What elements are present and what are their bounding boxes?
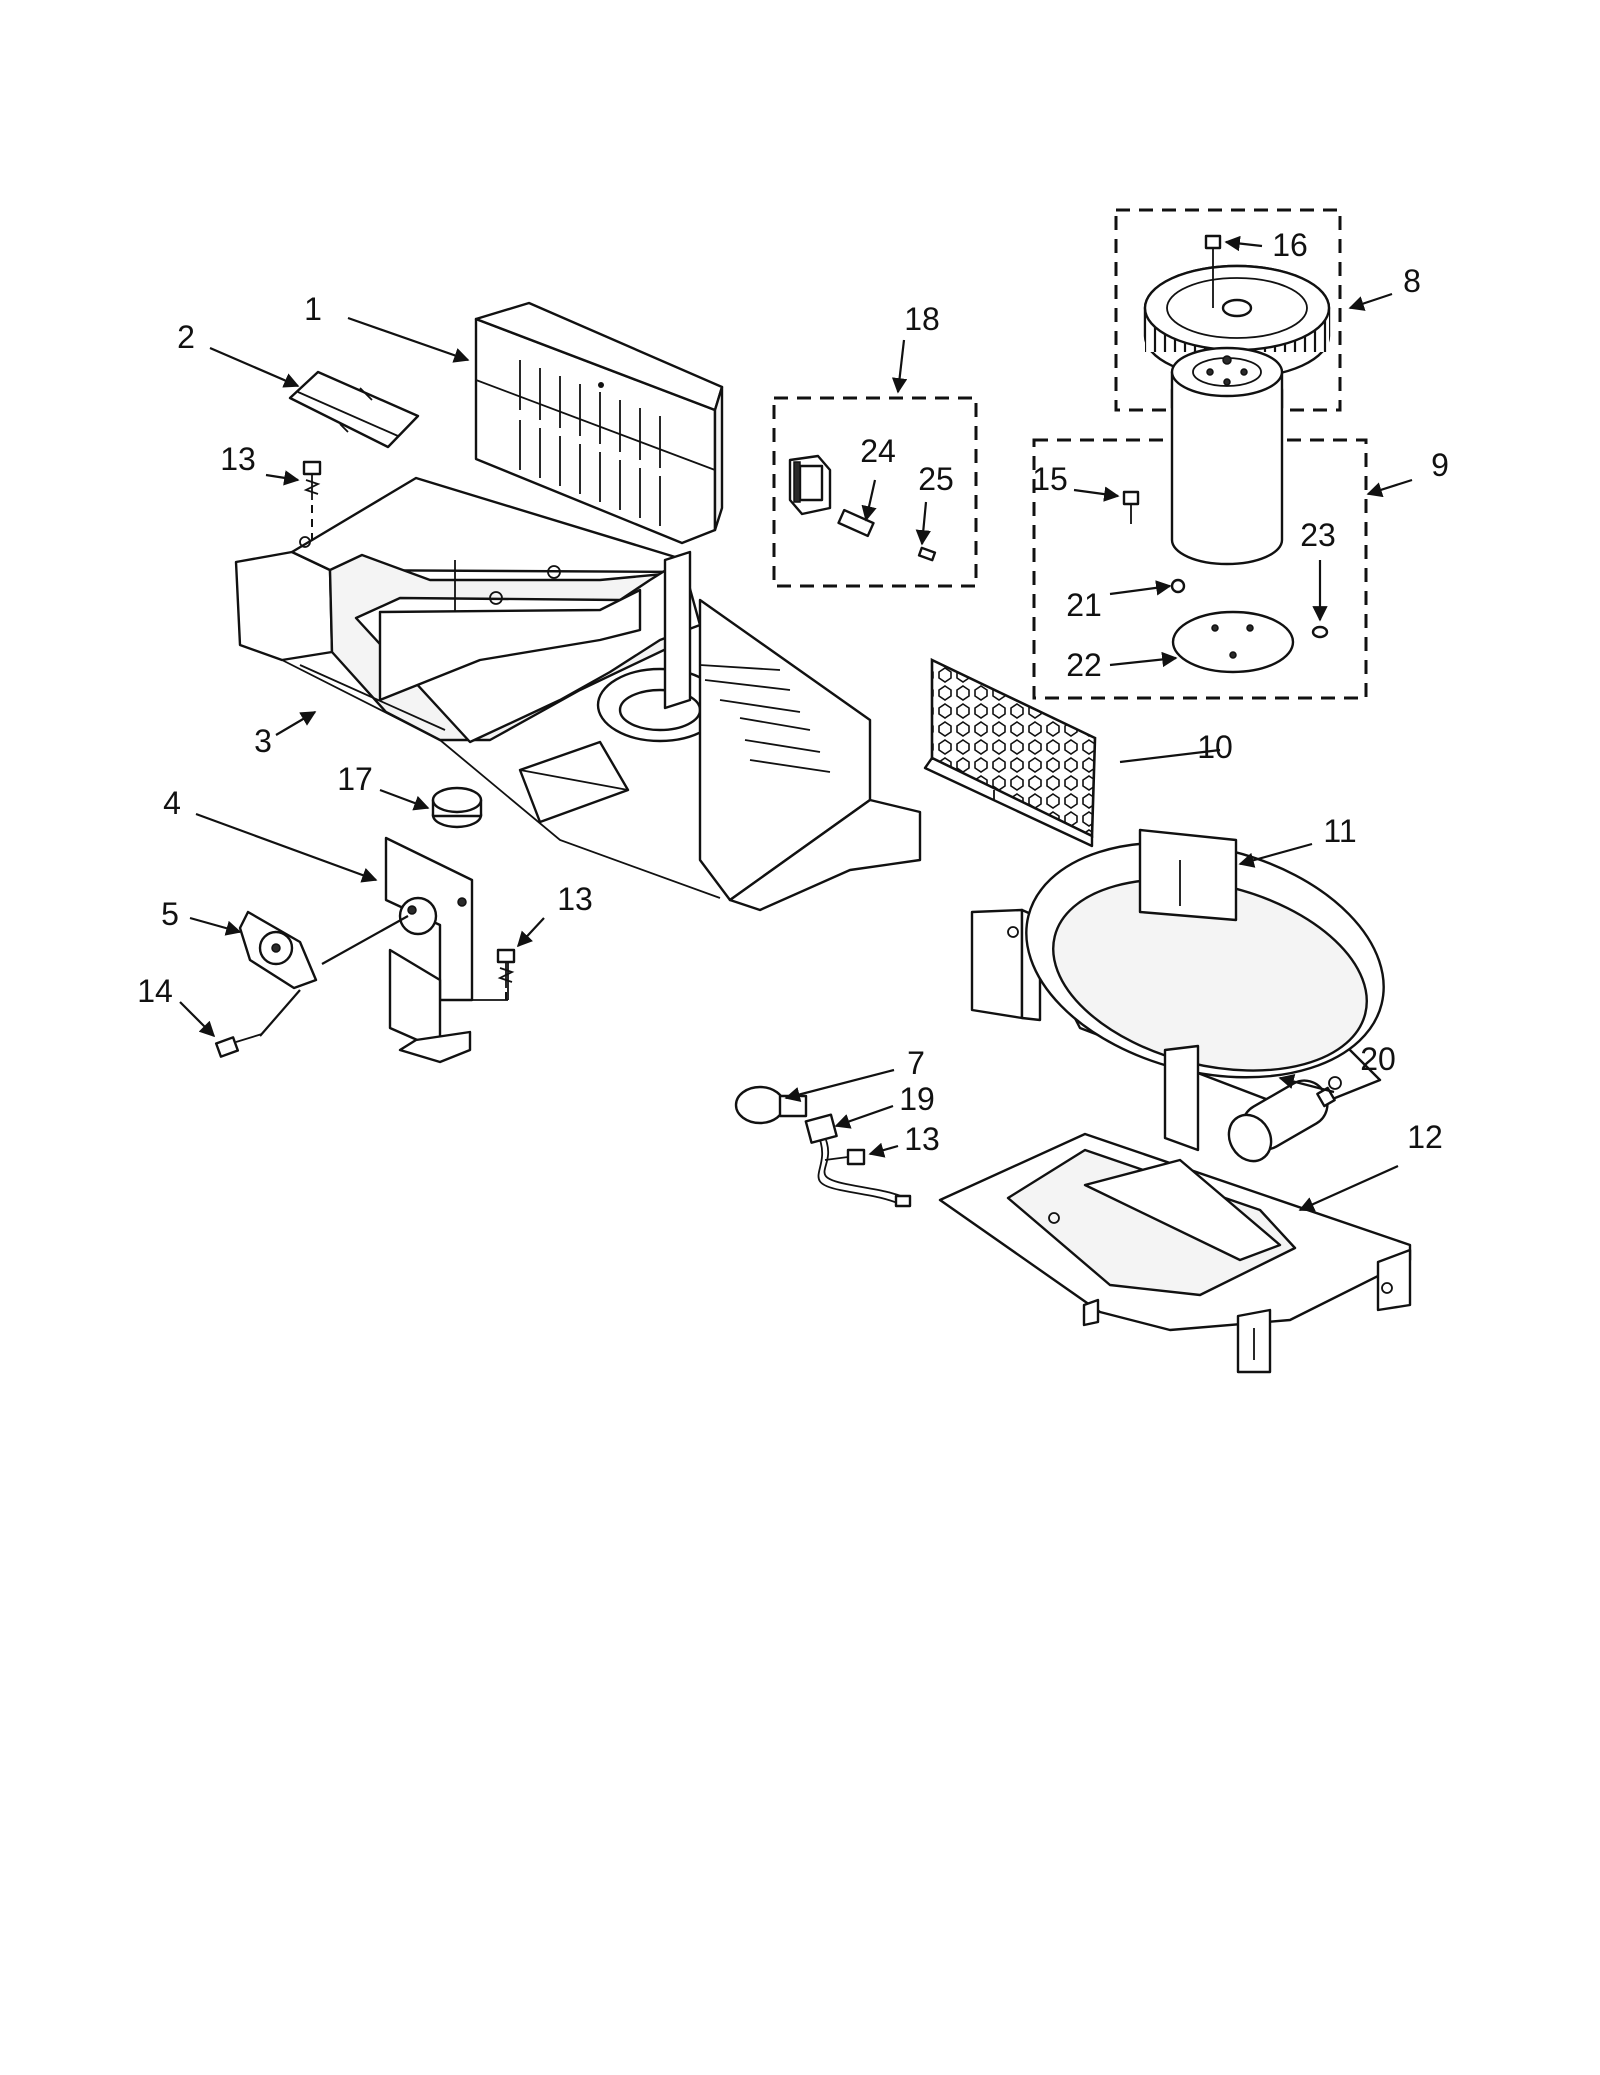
callout-labels: 1 2 13 3 17 4 5 13 14 7 19 13 20 12 11 1… xyxy=(137,227,1449,1157)
leader-lines xyxy=(179,235,1413,1212)
callout-5: 5 xyxy=(161,896,179,932)
callout-20: 20 xyxy=(1360,1041,1396,1077)
part-13-screw-lower xyxy=(824,1148,866,1166)
callout-15: 15 xyxy=(1032,461,1068,497)
part-13-screw-upper xyxy=(302,460,322,500)
part-5-switch xyxy=(238,910,318,990)
callout-14: 14 xyxy=(137,973,173,1009)
part-10-grease-filter xyxy=(923,657,1097,848)
part-12-mounting-plate xyxy=(938,1132,1412,1374)
part-11-fan-housing xyxy=(970,828,1385,1152)
callout-13-upper: 13 xyxy=(220,441,256,477)
callout-9: 9 xyxy=(1431,447,1449,483)
callout-2: 2 xyxy=(177,319,195,355)
part-15-screw xyxy=(1122,490,1140,524)
callout-7: 7 xyxy=(907,1045,925,1081)
part-14-screw xyxy=(214,1033,263,1058)
callout-16: 16 xyxy=(1272,227,1308,263)
part-19-socket xyxy=(804,1113,912,1208)
callout-19: 19 xyxy=(899,1081,935,1117)
callout-10: 10 xyxy=(1197,729,1233,765)
part-4-motor-bracket xyxy=(384,836,509,1064)
assembly-9-blower-motor xyxy=(1032,346,1368,700)
callout-4: 4 xyxy=(163,785,181,821)
part-2-damper xyxy=(288,370,420,449)
part-17-thermal-cutoff xyxy=(431,786,483,829)
assembly-8-blower-wheel xyxy=(1114,208,1342,412)
callout-25: 25 xyxy=(918,461,954,497)
callout-13-middle: 13 xyxy=(557,881,593,917)
part-1-louver-frame xyxy=(474,301,724,545)
assembly-18-switch-kit xyxy=(772,396,978,588)
callout-17: 17 xyxy=(337,761,373,797)
part-20-capacitor xyxy=(1227,1079,1336,1163)
callout-23: 23 xyxy=(1300,517,1336,553)
callout-1: 1 xyxy=(304,291,322,327)
callout-21: 21 xyxy=(1066,587,1102,623)
callout-3: 3 xyxy=(254,723,272,759)
callout-8: 8 xyxy=(1403,263,1421,299)
callout-22: 22 xyxy=(1066,647,1102,683)
callout-13-lower: 13 xyxy=(904,1121,940,1157)
part-3-base-pan xyxy=(234,476,922,912)
callout-24: 24 xyxy=(860,433,896,469)
part-13-screw-middle xyxy=(496,948,516,988)
callout-11: 11 xyxy=(1323,813,1356,849)
callout-18: 18 xyxy=(904,301,940,337)
part-7-lamp xyxy=(734,1085,808,1125)
callout-12: 12 xyxy=(1407,1119,1443,1155)
